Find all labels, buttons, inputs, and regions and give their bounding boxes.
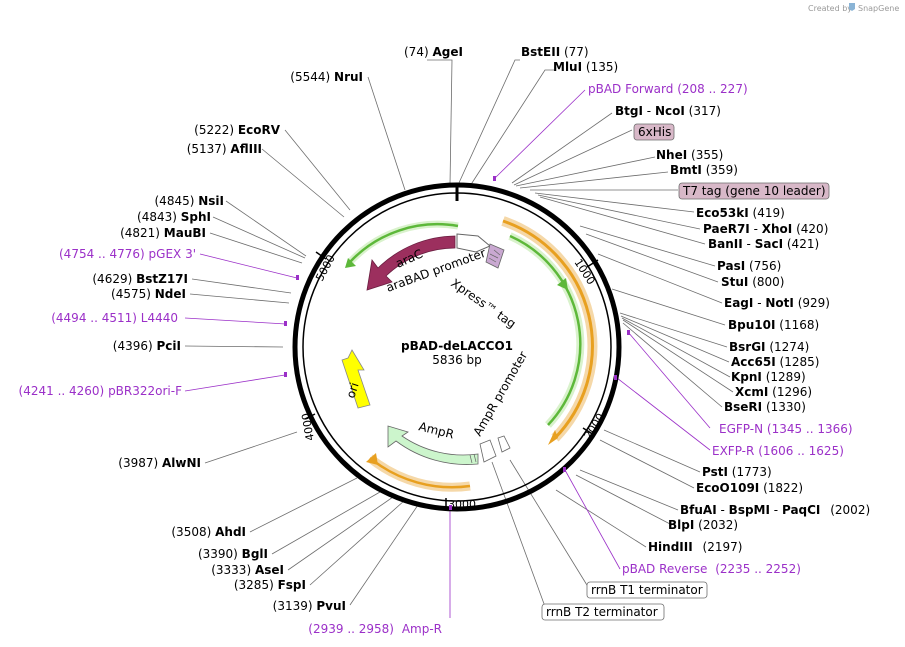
site-labels-right: (74) AgeI BstEII (77) MluI (135) pBAD Fo… [404,45,870,576]
plasmid-name: pBAD-deLACCO1 [401,339,513,353]
brand-text: SnapGene [858,4,899,13]
t7-tag-label: T7 tag (gene 10 leader) [682,184,826,198]
site-blpi: BlpI (2032) [668,518,738,532]
orange-arc-bottom [369,457,471,489]
primer-markers [284,176,630,510]
site-stui: StuI (800) [721,275,785,289]
site-acc65i: Acc65I (1285) [731,355,819,369]
site-psti: PstI (1773) [702,465,772,479]
site-nsii: (4845) NsiI [155,194,225,208]
site-nhei: NheI (355) [656,148,723,162]
plasmid-length: 5836 bp [432,353,482,367]
feature-ampr: AmpR [387,419,479,465]
site-bmti: BmtI (359) [670,163,738,177]
primer-pgex-3: (4754 .. 4776) pGEX 3' [59,247,196,261]
tick-3000: 3000 [448,498,476,511]
site-bfuai-bspmi-paqci: BfuAI - BspMI - PaqCI (2002) [680,503,870,517]
site-bsrgi: BsrGI (1274) [729,340,809,354]
primer-pbr322ori-f: (4241 .. 4260) pBR322ori-F [19,384,183,398]
green-arc-top [349,222,459,263]
rrnb-t2-label: rrnB T2 terminator [546,605,658,619]
leader-lines [184,59,734,618]
orange-arc-right [502,219,594,440]
site-asei: (3333) AseI [211,563,284,577]
site-bgli: (3390) BglI [198,547,268,561]
site-bseri: BseRI (1330) [724,400,806,414]
credit-text: Created by [808,4,852,13]
site-ecoo109i: EcoO109I (1822) [696,481,803,495]
site-eco53ki: Eco53kI (419) [696,206,785,220]
site-ndei: (4575) NdeI [111,287,186,301]
site-bpu10i: Bpu10I (1168) [728,318,819,332]
feature-arcs [345,216,598,492]
site-kpni: KpnI (1289) [731,370,806,384]
site-btgi-ncoi: BtgI - NcoI (317) [615,104,721,118]
site-hindiii: HindIII (2197) [648,540,742,554]
arac-label: araC [394,247,425,271]
site-fspi: (3285) FspI [234,578,306,592]
site-maubi: (4821) MauBI [120,226,206,240]
site-nrui: (5544) NruI [290,70,363,84]
primer-exfp-r: EXFP-R (1606 .. 1625) [712,444,844,458]
boxed-feature-labels: 6xHis T7 tag (gene 10 leader) rrnB T1 te… [541,123,830,621]
feature-ori: ori [341,349,371,409]
plasmid-backbone [292,182,622,512]
site-bsteii: BstEII (77) [521,45,589,59]
site-sphi: (4843) SphI [137,210,211,224]
site-agei: (74) AgeI [404,45,463,59]
rrnb-t1-label: rrnB T1 terminator [591,583,703,597]
site-labels-left: (5544) NruI (5222) EcoRV (5137) AflIII (… [19,70,442,636]
site-xcmi: XcmI (1296) [735,385,812,399]
tick-4000: 4000 [299,412,317,442]
his-tag-label: 6xHis [638,125,671,139]
primer-pbad-forward: pBAD Forward (208 .. 227) [588,82,748,96]
ampr-label: AmpR [417,419,455,441]
site-mlui: MluI (135) [553,60,618,74]
green-arc-right [509,234,582,426]
site-pasi: PasI (756) [717,259,781,273]
primer-amp-r: (2939 .. 2958) Amp-R [308,622,442,636]
site-paer7i-xhoi: PaeR7I - XhoI (420) [703,222,828,236]
primer-pbad-reverse: pBAD Reverse (2235 .. 2252) [622,562,801,576]
site-ecorv: (5222) EcoRV [194,123,281,137]
snapgene-credit: Created by SnapGene [808,3,899,13]
site-alwni: (3987) AlwNI [118,456,201,470]
site-pcii: (4396) PciI [113,339,181,353]
primer-l4440: (4494 .. 4511) L4440 [51,311,178,325]
site-banii-saci: BanII - SacI (421) [708,237,819,251]
primer-egfp-n: EGFP-N (1345 .. 1366) [719,422,853,436]
site-ahdi: (3508) AhdI [171,525,246,539]
ori-label: ori [344,381,362,400]
site-bstz17i: (4629) BstZ17I [92,272,188,286]
xpress-label: Xpress™ tag [448,276,518,331]
site-pvui: (3139) PvuI [273,599,346,613]
snapgene-logo-icon [849,3,855,11]
tick-2000: 2000 [582,411,608,442]
site-eagi-noti: EagI - NotI (929) [724,296,830,310]
site-afliii: (5137) AflIII [187,142,262,156]
